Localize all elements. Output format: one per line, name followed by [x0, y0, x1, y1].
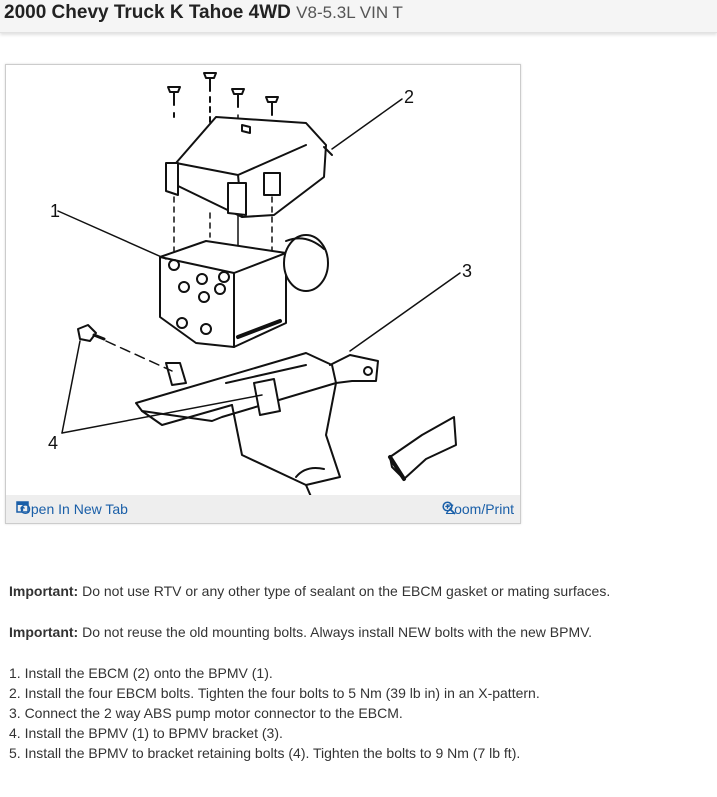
vehicle-name: 2000 Chevy Truck K Tahoe 4WD — [4, 2, 291, 23]
diagram-figure: 1 2 3 4 Open In New Tab — [5, 64, 521, 524]
figure-toolbar: Open In New Tab Zoom/Print — [6, 495, 520, 523]
step-item: 3. Connect the 2 way ABS pump motor conn… — [9, 705, 403, 721]
bolt-icon — [167, 86, 181, 122]
zoom-print-link[interactable]: Zoom/Print — [441, 501, 514, 517]
callout-2: 2 — [404, 87, 414, 107]
engine-spec: V8-5.3L VIN T — [296, 3, 403, 22]
step-item: 2. Install the four EBCM bolts. Tighten … — [9, 685, 540, 701]
callout-4: 4 — [48, 433, 58, 453]
callout-1: 1 — [50, 201, 60, 221]
step-item: 1. Install the EBCM (2) onto the BPMV (1… — [9, 665, 273, 681]
callout-3: 3 — [462, 261, 472, 281]
important-note: Important: Do not use RTV or any other t… — [9, 581, 709, 601]
open-in-new-tab-link[interactable]: Open In New Tab — [16, 501, 128, 517]
important-note: Important: Do not reuse the old mounting… — [9, 622, 709, 642]
important-text: Do not use RTV or any other type of seal… — [78, 583, 611, 599]
procedure-content: Important: Do not use RTV or any other t… — [9, 581, 709, 763]
page-header: 2000 Chevy Truck K Tahoe 4WD V8-5.3L VIN… — [0, 0, 717, 33]
important-label: Important: — [9, 624, 79, 640]
step-item: 5. Install the BPMV to bracket retaining… — [9, 745, 521, 761]
step-item: 4. Install the BPMV (1) to BPMV bracket … — [9, 725, 283, 741]
important-label: Important: — [9, 583, 79, 599]
zoom-print-label: Zoom/Print — [445, 501, 514, 517]
important-text: Do not reuse the old mounting bolts. Alw… — [78, 624, 593, 640]
page-title: 2000 Chevy Truck K Tahoe 4WD V8-5.3L VIN… — [4, 2, 403, 24]
open-in-new-tab-label: Open In New Tab — [20, 501, 128, 517]
procedure-steps: 1. Install the EBCM (2) onto the BPMV (1… — [9, 663, 709, 763]
ebcm-bpmv-diagram: 1 2 3 4 — [48, 72, 472, 495]
